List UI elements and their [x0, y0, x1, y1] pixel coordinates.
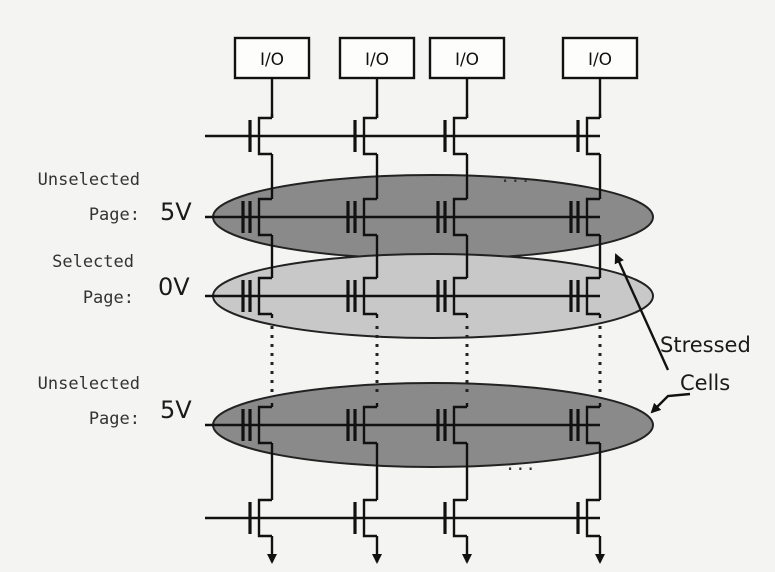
page-voltage-selected: 0V — [158, 273, 190, 301]
bitline-2-channel-1 — [362, 197, 377, 237]
bitline-4-channel-1 — [585, 197, 600, 237]
bitline-4-channel-0 — [585, 116, 600, 156]
io-label-4: I/O — [588, 50, 612, 70]
io-box-1 — [233, 36, 311, 80]
page-label-selected-line2: Page: — [83, 288, 134, 308]
page-labels: Unselected Page: 5V Selected Page: 0V Un… — [38, 167, 751, 475]
bitline-4-channel-2 — [585, 276, 600, 316]
callout-arrow-lower — [650, 392, 691, 414]
page-voltage-top: 5V — [160, 198, 192, 226]
io-label-2: I/O — [365, 50, 389, 70]
page-label-bottom-line1: Unselected — [38, 374, 140, 394]
ellipsis-bottom: ... — [505, 455, 536, 475]
callout-stressed-label: Stressed — [660, 333, 751, 357]
io-label-3: I/O — [455, 50, 479, 70]
bitline-2-channel-3 — [362, 405, 377, 445]
bitline-3-channel-2 — [452, 276, 467, 316]
page-label-selected-line1: Selected — [52, 252, 134, 272]
bitline-2-channel-4 — [362, 498, 377, 538]
bitline-1-channel-2 — [257, 276, 272, 316]
bitline-4-channel-3 — [585, 405, 600, 445]
io-boxes: I/O I/O I/O I/O — [233, 36, 639, 80]
io-label-1: I/O — [260, 50, 284, 70]
page-label-top-line2: Page: — [89, 205, 140, 225]
bitline-3-channel-3 — [452, 405, 467, 445]
bitline-3-channel-0 — [452, 116, 467, 156]
string-wiring — [205, 78, 605, 564]
callout-cells-label: Cells — [680, 371, 730, 395]
page-voltage-bottom: 5V — [160, 396, 192, 424]
bitline-3-channel-1 — [452, 197, 467, 237]
page-label-bottom-line2: Page: — [89, 409, 140, 429]
bitline-1-channel-3 — [257, 405, 272, 445]
page-label-top-line1: Unselected — [38, 170, 140, 190]
bitline-2-channel-2 — [362, 276, 377, 316]
bitline-4-channel-4 — [585, 498, 600, 538]
bitline-1-channel-4 — [257, 498, 272, 538]
stressed-cells-callout — [614, 253, 691, 414]
bitline-2-channel-0 — [362, 116, 377, 156]
callout-arrow-upper — [614, 253, 670, 371]
ellipsis-top: ... — [500, 167, 531, 187]
bitline-1-channel-1 — [257, 197, 272, 237]
bitline-3-channel-4 — [452, 498, 467, 538]
bitline-1-channel-0 — [257, 116, 272, 156]
